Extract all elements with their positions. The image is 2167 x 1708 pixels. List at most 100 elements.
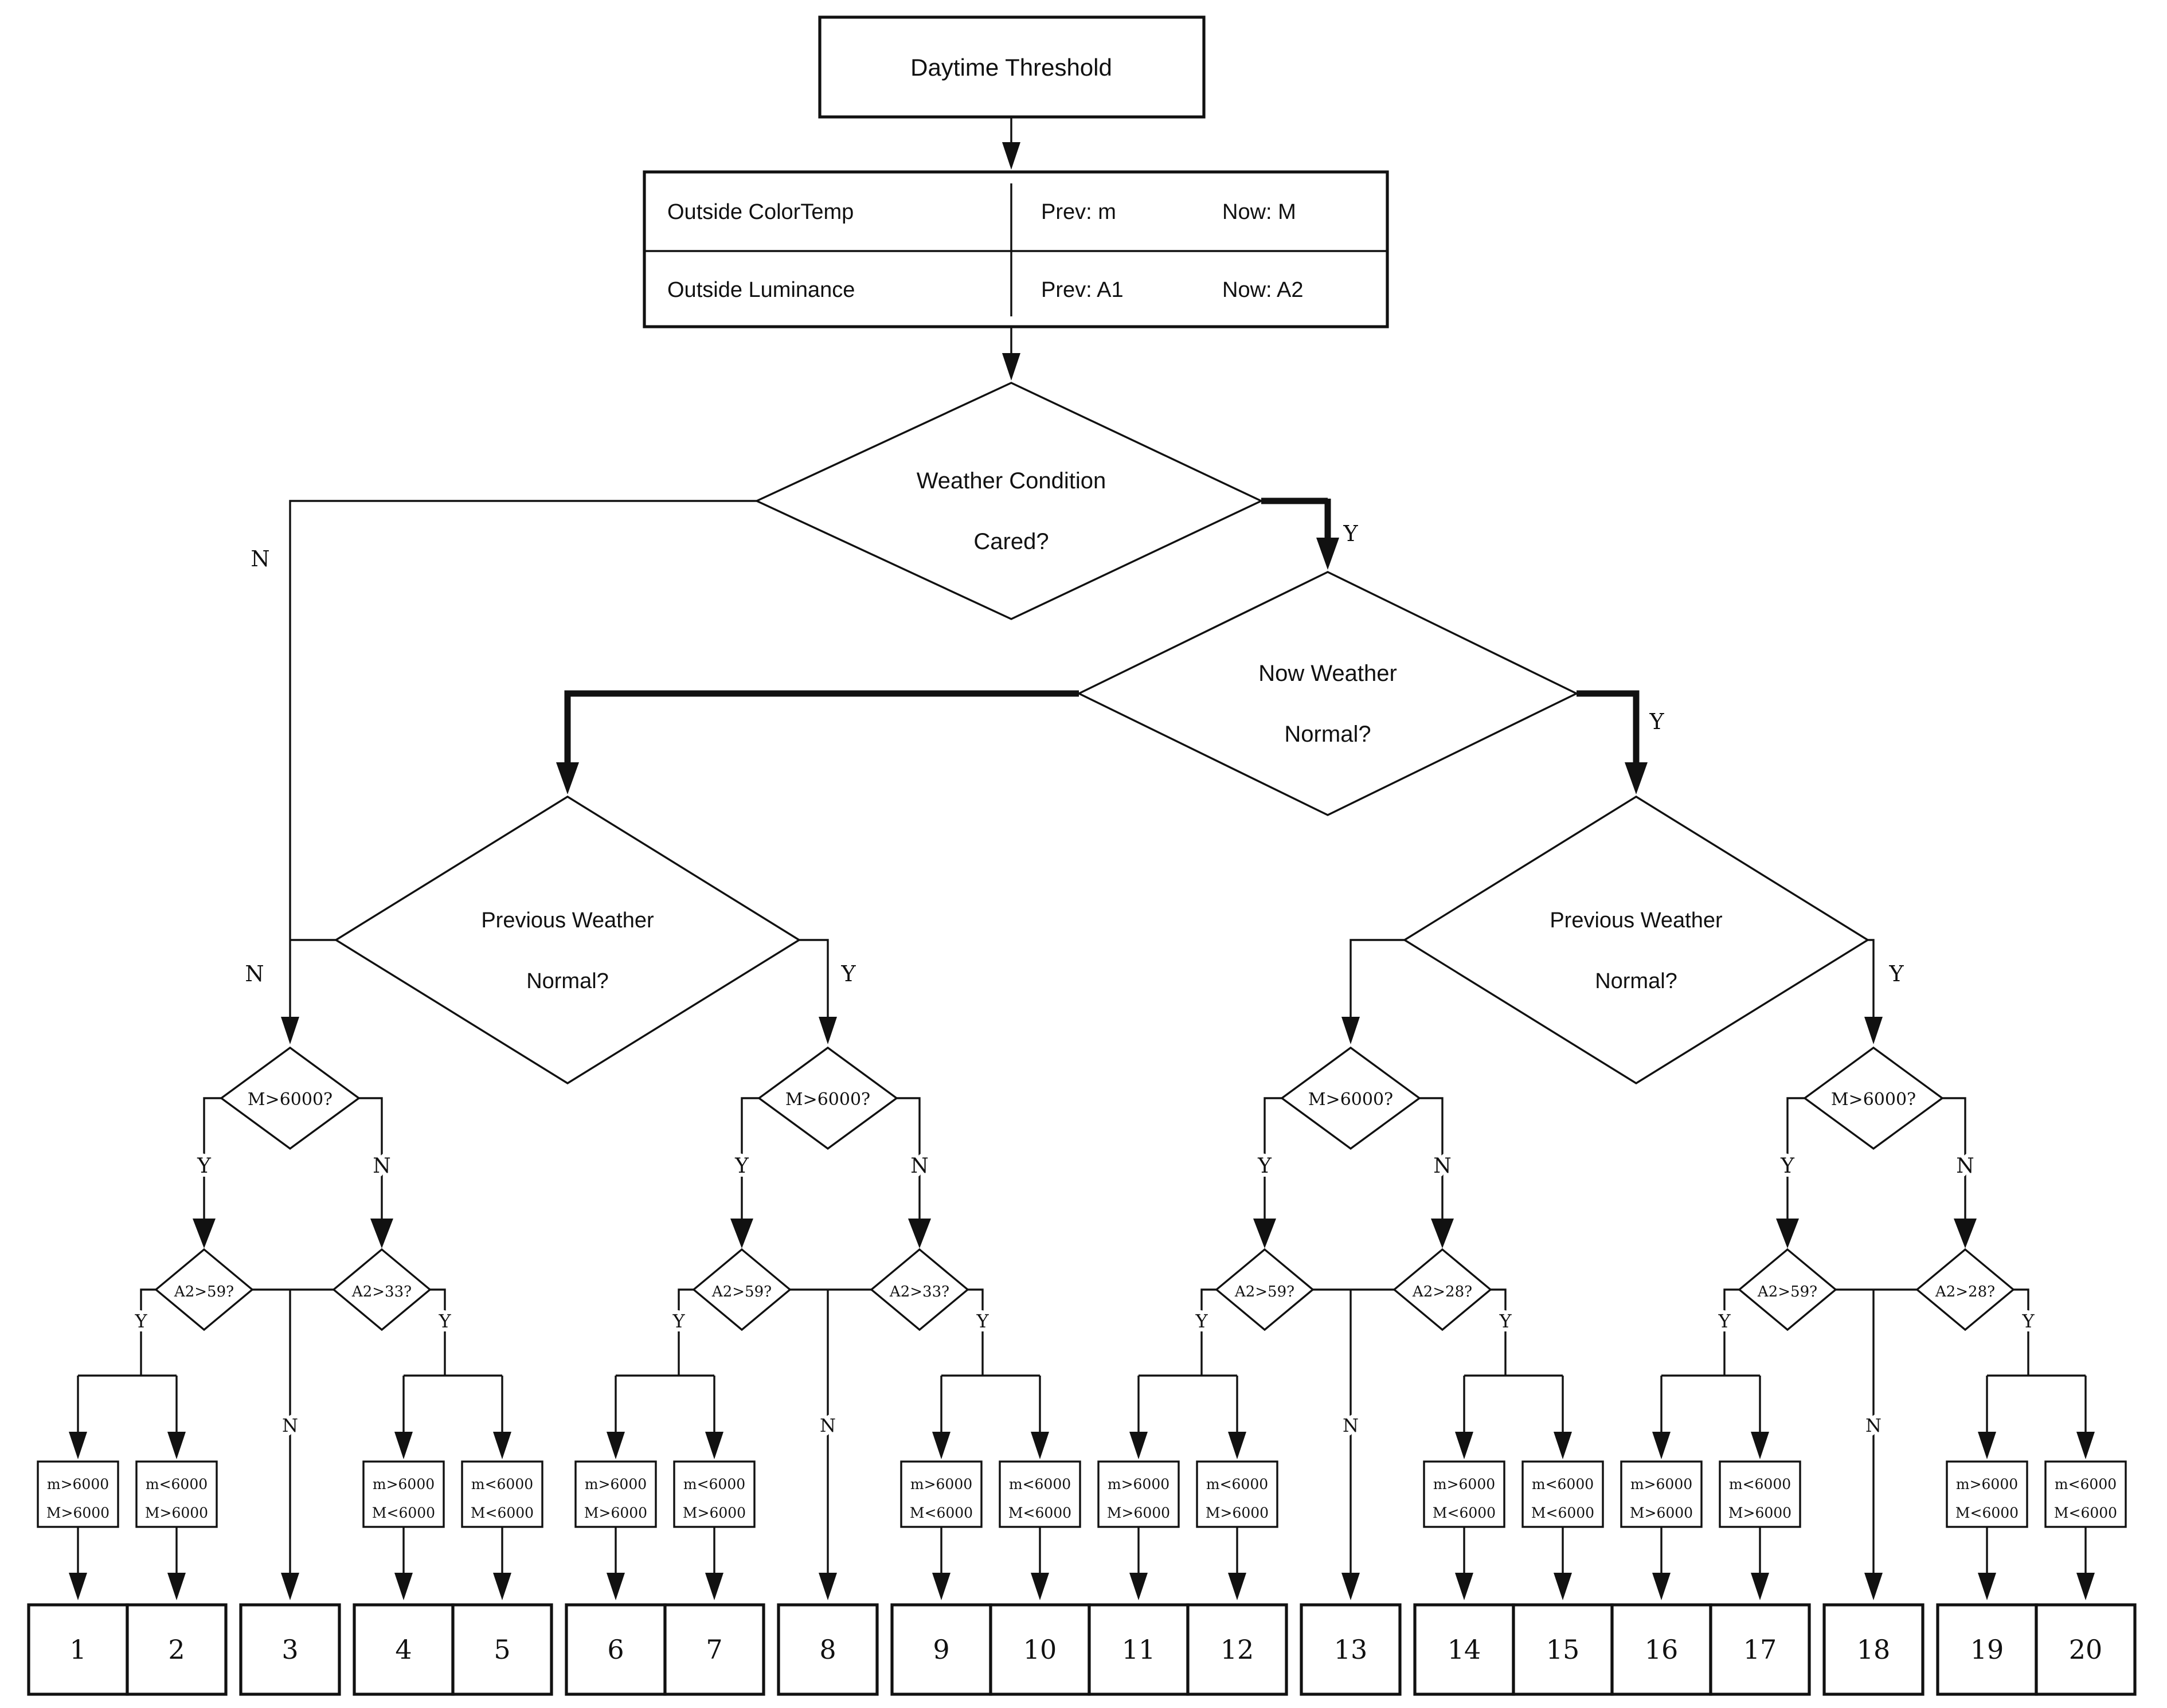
condition-box-6 — [574, 1460, 657, 1528]
condition-box-1 — [37, 1460, 119, 1528]
arrow-merge-no-g4 — [1864, 1573, 1883, 1600]
output-number-17: 17 — [1743, 1634, 1777, 1665]
output-box-11 — [1088, 1603, 1190, 1696]
edge-merge-no-g4 — [1836, 1288, 1917, 1573]
output-number-10: 10 — [1023, 1634, 1057, 1665]
label-m-no-g2: N — [910, 1154, 929, 1178]
a2-right-label-g2: A2>33? — [889, 1283, 949, 1300]
table-cell-luminance-prev: Prev: A1 — [1041, 278, 1124, 302]
arrow-m-yes-g1 — [193, 1219, 216, 1248]
output-box-3 — [239, 1603, 341, 1696]
a2-right-label-g3: A2>28? — [1412, 1283, 1472, 1300]
edge-a2-left-yes-g1 — [78, 1288, 177, 1377]
label-m-yes-g2: Y — [734, 1154, 749, 1178]
label-a2-left-yes-g4: Y — [1718, 1310, 1731, 1332]
cond-line2-5: M<6000 — [471, 1505, 534, 1521]
arrow-nownormal-yes — [1625, 762, 1648, 794]
edge-m-no-g4 — [1942, 1097, 1966, 1222]
cond-line1-16: m>6000 — [1630, 1476, 1692, 1492]
arrow-into-output-12 — [1228, 1573, 1246, 1600]
m-label-g4: M>6000? — [1831, 1090, 1916, 1110]
output-number-6: 6 — [607, 1634, 624, 1665]
arrow-weathercared-no — [281, 1017, 299, 1044]
arrow-into-cond-19 — [1978, 1432, 1996, 1459]
now-normal-diamond — [1077, 571, 1579, 816]
arrow-into-output-14 — [1455, 1573, 1473, 1600]
arrow-into-cond-2 — [167, 1432, 186, 1459]
condition-box-10 — [999, 1460, 1081, 1528]
a2-left-diamond-g1 — [154, 1248, 254, 1331]
arrow-m-no-g2 — [908, 1219, 931, 1248]
output-box-9 — [890, 1603, 992, 1696]
arrow-into-table — [1002, 142, 1020, 170]
table-cell-colortemp-now: Now: M — [1222, 200, 1296, 224]
edge-m-no-g3 — [1419, 1097, 1444, 1222]
arrow-into-output-11 — [1129, 1573, 1148, 1600]
m-label-g1: M>6000? — [248, 1090, 333, 1110]
condition-box-11 — [1097, 1460, 1180, 1528]
edge-nownormal-left — [564, 690, 1079, 765]
a2-right-diamond-g2 — [870, 1248, 969, 1331]
cond-line1-15: m<6000 — [1532, 1476, 1594, 1492]
output-number-8: 8 — [819, 1634, 836, 1665]
edge-a2-right-yes-g1 — [404, 1288, 502, 1377]
arrow-m-no-g1 — [370, 1219, 393, 1248]
table-cell-colortemp: Outside ColorTemp — [667, 200, 854, 224]
output-box-18 — [1822, 1603, 1925, 1696]
cond-line2-10: M<6000 — [1008, 1505, 1071, 1521]
label-merge-no-g1: N — [282, 1415, 298, 1436]
prev-normal-left-diamond — [334, 796, 801, 1084]
edge-a2-left-yes-g4 — [1661, 1288, 1760, 1377]
arrow-into-weathercared — [1002, 353, 1020, 381]
label-a2-right-yes-g4: Y — [2021, 1310, 2035, 1332]
edge-m-no-g2 — [897, 1097, 921, 1222]
label-m-yes-g3: Y — [1257, 1154, 1272, 1178]
output-box-12 — [1186, 1603, 1288, 1696]
edge-m-no-g1 — [359, 1097, 383, 1222]
cond-line2-19: M<6000 — [1955, 1505, 2019, 1521]
condition-box-16 — [1620, 1460, 1703, 1528]
cond-line1-4: m>6000 — [373, 1476, 435, 1492]
arrow-into-output-17 — [1751, 1573, 1769, 1600]
output-number-4: 4 — [395, 1634, 412, 1665]
output-number-19: 19 — [1970, 1634, 2004, 1665]
arrow-into-cond-6 — [607, 1432, 625, 1459]
a2-left-label-g4: A2>59? — [1757, 1283, 1817, 1300]
a2-left-diamond-g3 — [1215, 1248, 1315, 1331]
arrow-weathercared-yes — [1316, 538, 1339, 570]
cond-line2-12: M>6000 — [1206, 1505, 1269, 1521]
cond-line1-14: m>6000 — [1433, 1476, 1495, 1492]
edge-prevleft-yes — [799, 939, 829, 1019]
cond-line1-19: m>6000 — [1956, 1476, 2018, 1492]
edge-merge-no-g1 — [252, 1288, 334, 1573]
output-box-4 — [353, 1603, 455, 1696]
arrow-nownormal-left — [556, 762, 579, 794]
label-m-yes-g4: Y — [1780, 1154, 1795, 1178]
a2-right-diamond-g4 — [1915, 1248, 2015, 1331]
arrow-m-yes-g3 — [1253, 1219, 1276, 1248]
cond-line2-14: M<6000 — [1433, 1505, 1496, 1521]
edge-a2-right-yes-g2 — [941, 1288, 1040, 1377]
output-number-14: 14 — [1448, 1634, 1481, 1665]
edge-a2-left-yes-g3 — [1139, 1288, 1237, 1377]
output-box-19 — [1936, 1603, 2038, 1696]
arrow-m-yes-g4 — [1776, 1219, 1799, 1248]
output-box-7 — [663, 1603, 765, 1696]
output-box-10 — [989, 1603, 1091, 1696]
cond-line2-4: M<6000 — [372, 1505, 435, 1521]
cond-line2-16: M>6000 — [1630, 1505, 1693, 1521]
weather-cared-line1: Weather Condition — [917, 468, 1106, 493]
condition-box-2 — [135, 1460, 218, 1528]
a2-left-label-g2: A2>59? — [711, 1283, 772, 1300]
arrow-into-output-16 — [1652, 1573, 1671, 1600]
now-normal-line1: Now Weather — [1258, 661, 1397, 686]
output-number-15: 15 — [1546, 1634, 1580, 1665]
arrow-into-cond-5 — [493, 1432, 511, 1459]
arrow-merge-no-g2 — [819, 1573, 837, 1600]
label-m-yes-g1: Y — [197, 1154, 212, 1178]
table-cell-luminance: Outside Luminance — [667, 278, 855, 302]
a2-left-diamond-g2 — [692, 1248, 792, 1331]
arrow-into-cond-17 — [1751, 1432, 1769, 1459]
output-box-5 — [451, 1603, 553, 1696]
